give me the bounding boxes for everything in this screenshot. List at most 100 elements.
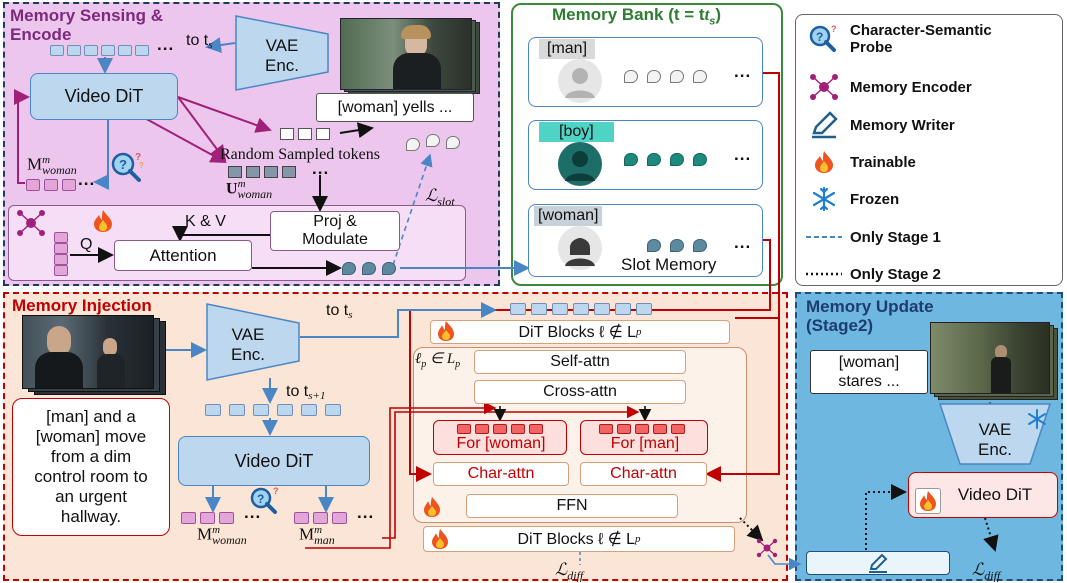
legend-item-writer: Memory Writer xyxy=(806,110,955,140)
injection-to-ts1-text: to t xyxy=(286,383,309,400)
lp-label: ℓp ∈ Lp xyxy=(415,349,460,370)
memory-bank-title-sub: s xyxy=(709,15,716,28)
update-l-diff-sub: diff xyxy=(984,568,1001,583)
memory-sensing-title: Memory Sensing & Encode xyxy=(10,6,163,44)
sensing-to-ts-label: to ts xyxy=(186,32,213,51)
inj-m1-sub: woman xyxy=(212,533,247,548)
char-attn-woman-label: Char-attn xyxy=(467,465,535,482)
svg-text:?: ? xyxy=(135,152,141,163)
inj-m2-base: M xyxy=(299,524,315,544)
svg-text:?: ? xyxy=(139,161,144,170)
proj-line1: Proj & xyxy=(313,213,357,230)
inj-m1-sup: m xyxy=(212,524,221,536)
memory-encoder-icon xyxy=(17,210,45,236)
slot-man-tag: [man] xyxy=(539,39,596,59)
ffn-box: FFN xyxy=(466,494,678,518)
injection-vae-label: VAE Enc. xyxy=(218,325,278,365)
person-icon xyxy=(558,226,602,270)
person-icon xyxy=(558,59,602,103)
legend-item-trainable: Trainable xyxy=(806,147,916,177)
lp-label-sub: p xyxy=(421,359,427,370)
memory-slot-woman: [woman] ... Slot Memory xyxy=(528,204,763,277)
memory-update-title-line1: Memory Update xyxy=(806,297,934,316)
legend-stage1-label: Only Stage 1 xyxy=(850,228,941,246)
inj-m2-sup: m xyxy=(314,524,323,536)
l-slot-label: ℒslot xyxy=(425,186,455,209)
update-video-frames xyxy=(930,322,1058,400)
injection-vae-line2: Enc. xyxy=(230,345,266,364)
injection-video-frames xyxy=(22,315,167,395)
cross-attn-label: Cross-attn xyxy=(543,383,617,400)
update-vae-label: VAE Enc. xyxy=(965,420,1025,460)
slot-memory-label: Slot Memory xyxy=(621,255,717,274)
injection-to-ts-label: to ts xyxy=(326,302,353,321)
l-slot-base: ℒ xyxy=(425,186,438,205)
memory-update-title-line2: (Stage2) xyxy=(806,316,874,335)
dit-top-sub: p xyxy=(636,326,642,338)
dotted-line-icon xyxy=(806,272,842,276)
sensing-caption-box: [woman] yells ... xyxy=(316,93,474,122)
update-vae-line1: VAE xyxy=(978,420,1012,439)
memory-update-title: Memory Update (Stage2) xyxy=(806,297,934,335)
sensing-m-sup: m xyxy=(42,154,51,166)
self-attn-box: Self-attn xyxy=(474,350,686,374)
dit-bottom-sub: p xyxy=(635,533,641,545)
person-icon xyxy=(558,142,602,186)
legend-writer-label: Memory Writer xyxy=(850,116,955,134)
update-caption-line1: [woman] xyxy=(838,354,900,371)
sensing-to-ts-sub: s xyxy=(208,39,213,51)
slot-boy-ellipsis: ... xyxy=(734,145,752,164)
query-tokens xyxy=(54,232,68,276)
sensing-m-woman-label: Mmwoman xyxy=(27,154,77,178)
memory-slot-boy: [boy] ... xyxy=(528,120,763,190)
probe-icon: ? ? xyxy=(809,24,837,52)
lp-label-sub2: p xyxy=(455,359,461,370)
injection-prompt-box: [man] and a [woman] move from a dim cont… xyxy=(12,398,170,536)
memory-encoder-icon xyxy=(756,538,778,558)
sensing-vae-line1: VAE xyxy=(265,36,299,55)
legend-item-stage2: Only Stage 2 xyxy=(806,259,941,289)
inj-m2-sub: man xyxy=(314,533,335,548)
l-diff-base: ℒ xyxy=(555,560,568,579)
for-man-label: For [man] xyxy=(610,435,680,452)
legend-item-stage1: Only Stage 1 xyxy=(806,222,941,252)
snowflake-icon xyxy=(812,186,836,212)
sensing-video-dit: Video DiT xyxy=(30,73,178,120)
for-man-group: For [man] xyxy=(580,420,708,455)
l-diff-injection: ℒdiff xyxy=(555,560,583,583)
memory-bank-title-text: Memory Bank (t = t xyxy=(552,5,705,24)
proj-modulate-box: Proj & Modulate xyxy=(270,211,400,251)
memory-bank-title-end: ) xyxy=(715,5,722,24)
flame-icon xyxy=(815,151,833,173)
update-video-dit-label: Video DiT xyxy=(957,485,1033,504)
memory-sensing-title-line1: Memory Sensing & xyxy=(10,6,164,25)
probe-icon: ? ? ? xyxy=(111,152,144,182)
sensing-m-sub: woman xyxy=(42,163,77,178)
update-flame-badge xyxy=(915,488,941,514)
legend-stage2-label: Only Stage 2 xyxy=(850,265,941,283)
slot-man-ellipsis: ... xyxy=(734,62,752,81)
legend-trainable-label: Trainable xyxy=(850,153,916,171)
flame-icon xyxy=(424,497,440,517)
sensing-vae-label: VAE Enc. xyxy=(252,36,312,76)
inj-m1-base: M xyxy=(197,524,213,544)
random-sampled-label: Random Sampled tokens xyxy=(220,146,380,164)
memory-sensing-title-line2: Encode xyxy=(10,25,72,44)
pen-icon xyxy=(812,111,838,139)
legend-item-frozen: Frozen xyxy=(806,184,899,214)
flame-icon xyxy=(438,321,454,341)
injection-to-ts1-sub: s+1 xyxy=(308,390,326,402)
dit-top-label: DiT Blocks ℓ ∉ L xyxy=(518,324,636,341)
flame-icon xyxy=(920,491,936,511)
slot-boy-tag: [boy] xyxy=(539,122,614,142)
injection-video-dit: Video DiT xyxy=(178,436,370,486)
flame-icon xyxy=(432,529,448,549)
svg-text:?: ? xyxy=(257,492,264,506)
attention-label: Attention xyxy=(149,245,217,265)
injection-to-ts-sub: s xyxy=(348,309,353,321)
injection-vae-line1: VAE xyxy=(231,325,265,344)
slot-woman-tag: [woman] xyxy=(534,206,603,226)
